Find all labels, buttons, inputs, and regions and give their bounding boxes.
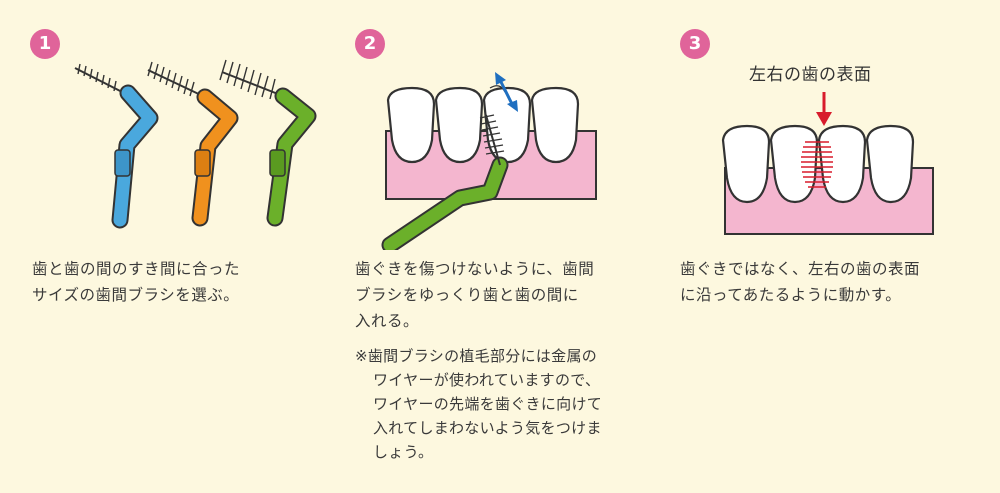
step-1-panel: 1 xyxy=(0,0,330,493)
interdental-brush-sizes-illustration xyxy=(74,59,317,229)
teeth-row xyxy=(386,86,580,164)
step-number-badge: 1 xyxy=(30,29,60,59)
brush-bristles-icon xyxy=(479,114,505,155)
teeth-row xyxy=(721,124,915,204)
step-1-description: 歯と歯の間のすき間に合った サイズの歯間ブラシを選ぶ。 xyxy=(32,260,241,304)
insertion-direction-arrow-icon xyxy=(495,72,518,112)
large-brush-icon xyxy=(219,59,317,227)
step-2-caution-note: ※歯間ブラシの植毛部分には金属の ワイヤーが使われていますので、 ワイヤーの先端… xyxy=(355,347,603,461)
step-3-description: 歯ぐきではなく、左右の歯の表面 に沿ってあたるように動かす。 xyxy=(680,260,921,304)
red-down-arrow-icon xyxy=(816,92,832,126)
step-2-panel: 2 歯ぐきを傷つけないように、歯間 ブラシをゆっくり歯と歯の間に 入れる。 ※歯… xyxy=(330,0,665,493)
cleaning-area-hatch xyxy=(801,141,833,188)
step-number-badge: 3 xyxy=(680,29,710,59)
step-2-description: 歯ぐきを傷つけないように、歯間 ブラシをゆっくり歯と歯の間に 入れる。 xyxy=(355,260,595,330)
medium-brush-icon xyxy=(147,61,239,227)
tooth-surface-illustration xyxy=(721,92,934,235)
step-number-badge: 2 xyxy=(355,29,385,59)
brush-insertion-illustration xyxy=(381,72,597,250)
small-brush-icon xyxy=(74,63,159,229)
step-3-panel: 3 左右の歯の表面 歯ぐきではなく、左右の歯の表面 に沿ってあたるように動かす。 xyxy=(665,0,1000,493)
tooth-surface-label: 左右の歯の表面 xyxy=(749,65,872,85)
